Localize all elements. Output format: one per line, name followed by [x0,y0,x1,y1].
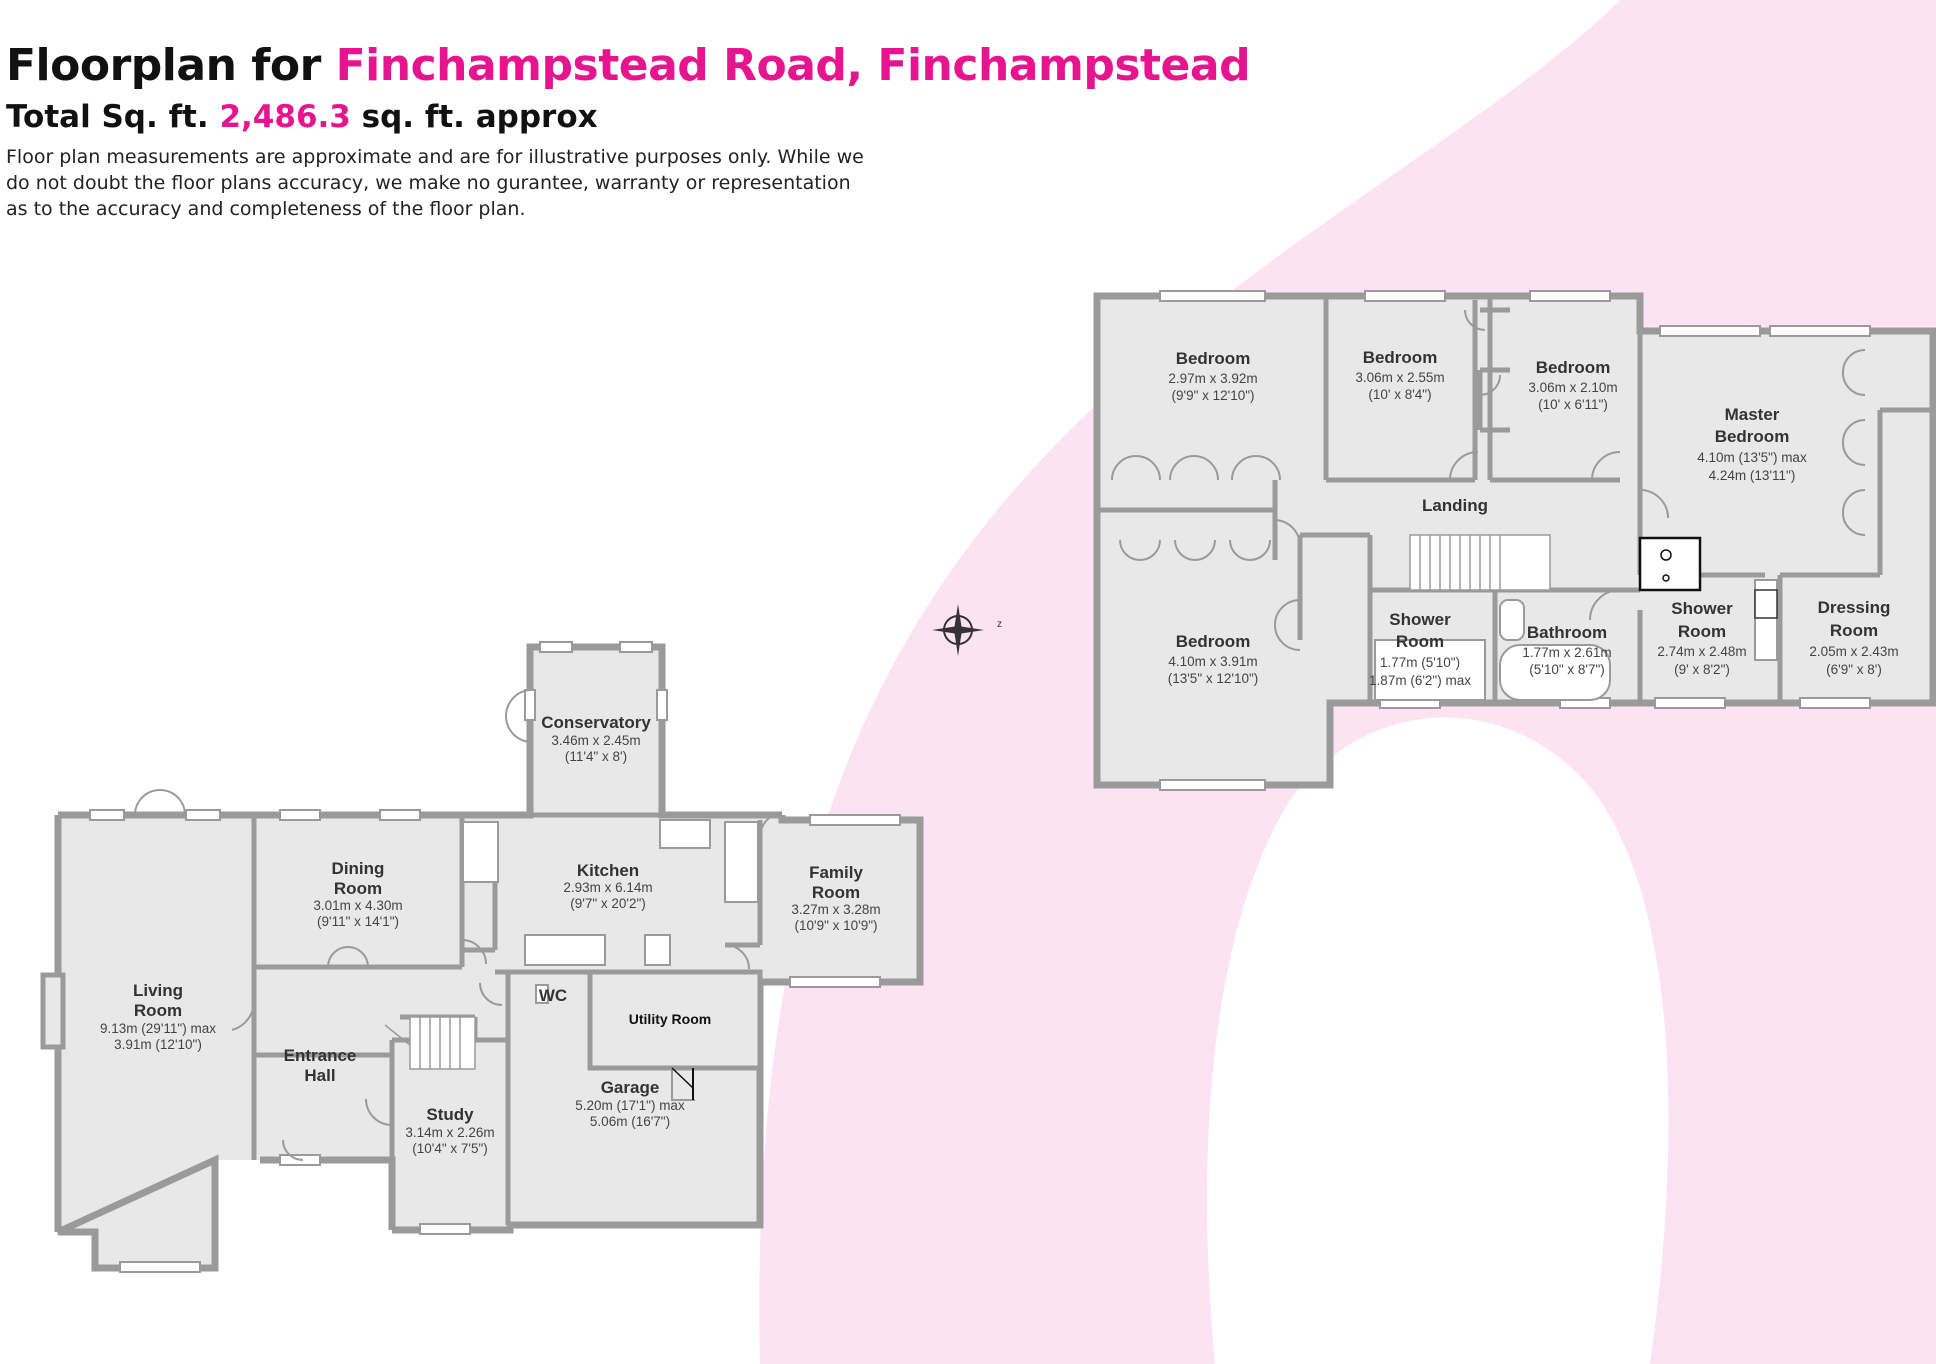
ground-floor-plan: Living Room 9.13m (29'11") max 3.91m (12… [40,641,924,1273]
room-shower-2-dim-1: 2.74m x 2.48m [1657,644,1746,659]
room-living-name-2: Room [134,1001,182,1020]
room-bedroom-4-name: Bedroom [1176,632,1251,651]
room-family-name-1: Family [809,863,863,882]
room-shower-1-name-2: Room [1396,632,1444,651]
room-family-dim-1: 3.27m x 3.28m [791,902,880,917]
room-conservatory-dim-2: (11'4" x 8') [565,749,627,764]
room-dressing-dim-1: 2.05m x 2.43m [1809,644,1898,659]
room-garage-name: Garage [601,1078,660,1097]
room-bedroom-2-dim-1: 3.06m x 2.55m [1355,370,1444,385]
compass-icon: z [932,604,1002,656]
room-shower-1-dim-2: 1.87m (6'2") max [1369,673,1471,688]
room-living-dim-1: 9.13m (29'11") max [100,1021,216,1036]
room-dining-dim-1: 3.01m x 4.30m [313,898,402,913]
room-wc-name: WC [539,986,567,1005]
room-bathroom-name: Bathroom [1527,623,1607,642]
room-master-name-2: Bedroom [1715,427,1790,446]
room-bedroom-2-name: Bedroom [1363,348,1438,367]
room-conservatory-dim-1: 3.46m x 2.45m [551,733,640,748]
room-bedroom-1-name: Bedroom [1176,349,1251,368]
room-bedroom-1-dim-2: (9'9" x 12'10") [1171,388,1254,403]
room-bathroom-dim-2: (5'10" x 8'7") [1529,662,1605,677]
room-shower-2-dim-2: (9' x 8'2") [1674,662,1730,677]
room-living-name-1: Living [133,981,183,1000]
room-master-dim-1: 4.10m (13'5") max [1697,450,1807,465]
room-bedroom-3-dim-2: (10' x 6'11") [1538,397,1608,412]
room-shower-1-name-1: Shower [1389,610,1451,629]
room-garage-dim-2: 5.06m (16'7") [590,1114,670,1129]
room-conservatory-name: Conservatory [541,713,651,732]
total-area-unit: sq. ft. approx [361,99,598,135]
property-address: Finchampstead Road, Finchampstead [335,40,1251,91]
room-bedroom-3-name: Bedroom [1536,358,1611,377]
room-hall-name-1: Entrance [284,1046,357,1065]
room-bedroom-4-dim-2: (13'5" x 12'10") [1168,671,1259,686]
room-bathroom-dim-1: 1.77m x 2.61m [1522,645,1611,660]
room-living-dim-2: 3.91m (12'10") [114,1037,202,1052]
page-title: Floorplan for Finchampstead Road, Fincha… [6,38,1251,94]
title-prefix: Floorplan for [6,40,321,91]
room-family-name-2: Room [812,883,860,902]
room-master-name-1: Master [1725,405,1780,424]
room-study-dim-1: 3.14m x 2.26m [405,1125,494,1140]
room-bedroom-4-dim-1: 4.10m x 3.91m [1168,654,1257,669]
room-hall-name-2: Hall [304,1066,335,1085]
room-kitchen-dim-2: (9'7" x 20'2") [570,896,646,911]
room-kitchen-name: Kitchen [577,861,639,880]
room-bedroom-2-dim-2: (10' x 8'4") [1368,387,1431,402]
room-dressing-dim-2: (6'9" x 8') [1826,662,1882,677]
room-study-dim-2: (10'4" x 7'5") [412,1141,488,1156]
room-utility-name: Utility Room [629,1011,711,1027]
room-garage-dim-1: 5.20m (17'1") max [575,1098,685,1113]
room-kitchen-dim-1: 2.93m x 6.14m [563,880,652,895]
total-area-label: Total Sq. ft. [6,99,209,135]
room-dining-dim-2: (9'11" x 14'1") [317,914,399,929]
total-area: Total Sq. ft. 2,486.3 sq. ft. approx [6,96,906,138]
room-bedroom-1-dim-1: 2.97m x 3.92m [1168,371,1257,386]
room-shower-2-name-2: Room [1678,622,1726,641]
total-area-value: 2,486.3 [219,99,351,135]
room-dressing-name-1: Dressing [1818,598,1891,617]
page-header: Floorplan for Finchampstead Road, Fincha… [6,38,1251,222]
room-landing-name: Landing [1422,496,1488,515]
room-dining-name-1: Dining [332,859,385,878]
disclaimer-text: Floor plan measurements are approximate … [6,146,864,220]
first-floor-plan: Bedroom 2.97m x 3.92m (9'9" x 12'10") Be… [1093,290,1936,791]
room-dining-name-2: Room [334,879,382,898]
room-shower-2-name-1: Shower [1671,599,1733,618]
compass-north-label: z [997,619,1002,630]
room-bedroom-3-dim-1: 3.06m x 2.10m [1528,380,1617,395]
room-dressing-name-2: Room [1830,621,1878,640]
room-study-name: Study [426,1105,474,1124]
room-family-dim-2: (10'9" x 10'9") [794,918,877,933]
room-master-dim-2: 4.24m (13'11") [1709,468,1796,483]
room-shower-1-dim-1: 1.77m (5'10") [1380,655,1460,670]
